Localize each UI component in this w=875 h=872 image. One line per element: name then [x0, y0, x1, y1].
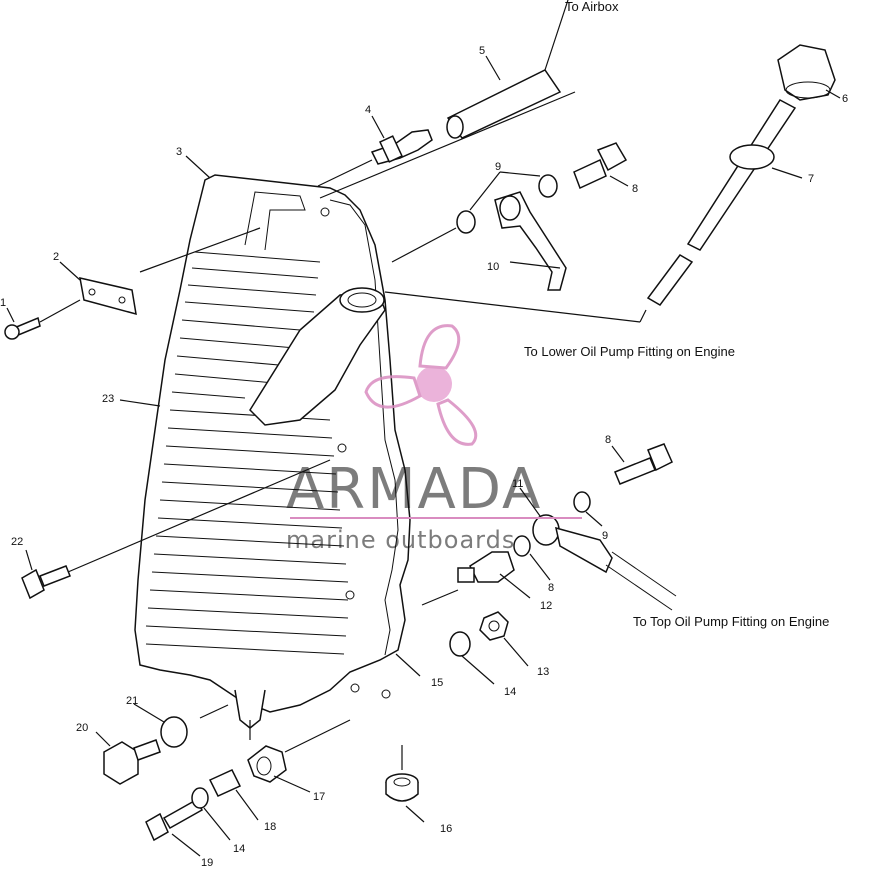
bracket: [79, 277, 137, 316]
part-number-12: 12: [540, 600, 552, 612]
leader-lines: [6, 55, 841, 857]
banjo-bolt-upper: [573, 142, 628, 190]
part-number-11: 11: [512, 478, 523, 490]
washer-upper-right: [538, 174, 558, 198]
bolt-22: [21, 565, 71, 600]
part-number-4: 4: [365, 104, 371, 116]
part-number-2: 2: [53, 251, 59, 263]
part-number-8-fitting: 8: [548, 582, 554, 594]
part-number-10: 10: [487, 261, 499, 273]
grommet-17: [247, 745, 287, 783]
part-number-19: 19: [201, 857, 213, 867]
part-number-20: 20: [76, 722, 88, 734]
vent-hose: [446, 0, 569, 139]
callout-to-lower-oil-pump: To Lower Oil Pump Fitting on Engine: [524, 344, 735, 359]
part-number-9-upper: 9: [495, 161, 501, 173]
part-number-5: 5: [479, 45, 485, 57]
watermark-tagline: marine outboards: [286, 526, 515, 554]
part-number-13: 13: [537, 666, 549, 678]
sensor-fitting: [457, 551, 515, 583]
drain-bolt-20: [103, 739, 161, 785]
part-number-21: 21: [126, 695, 138, 707]
part-number-3: 3: [176, 146, 182, 158]
washer-14-left: [191, 787, 209, 809]
screw-1: [4, 316, 41, 340]
washer-upper-left: [456, 210, 476, 234]
watermark-logo: [364, 324, 478, 446]
banjo-fitting-lower: [532, 514, 677, 611]
spacer-18: [208, 769, 242, 797]
washer-lower-left: [513, 535, 531, 557]
part-number-17: 17: [313, 791, 325, 803]
part-number-22: 22: [11, 536, 23, 548]
banjo-bolt-lower: [614, 443, 673, 485]
banjo-fitting-upper: [494, 191, 567, 291]
vent-fitting: [370, 129, 433, 165]
part-number-14-right: 14: [504, 686, 516, 698]
washer-21: [160, 716, 188, 748]
part-number-15: 15: [431, 677, 443, 689]
part-number-9-lower: 9: [602, 530, 608, 542]
part-number-6: 6: [842, 93, 848, 105]
bolt-19: [145, 798, 204, 842]
part-number-8-upper: 8: [632, 183, 638, 195]
grommet-16: [385, 773, 419, 802]
nut-13: [479, 611, 509, 641]
oil-tank: [134, 174, 411, 729]
part-number-1: 1: [0, 297, 6, 309]
part-number-23: 23: [102, 393, 114, 405]
washer-lower-right: [573, 491, 591, 513]
part-number-7: 7: [808, 173, 814, 185]
callout-to-top-oil-pump: To Top Oil Pump Fitting on Engine: [633, 614, 829, 629]
dipstick: [646, 44, 836, 306]
callout-to-airbox: To Airbox: [565, 0, 619, 14]
part-number-16: 16: [440, 823, 452, 835]
washer-14-right: [449, 631, 471, 657]
part-number-18: 18: [264, 821, 276, 833]
watermark-brand: ARMADA: [286, 457, 542, 522]
part-number-14-left: 14: [233, 843, 245, 855]
part-number-8-lower: 8: [605, 434, 611, 446]
